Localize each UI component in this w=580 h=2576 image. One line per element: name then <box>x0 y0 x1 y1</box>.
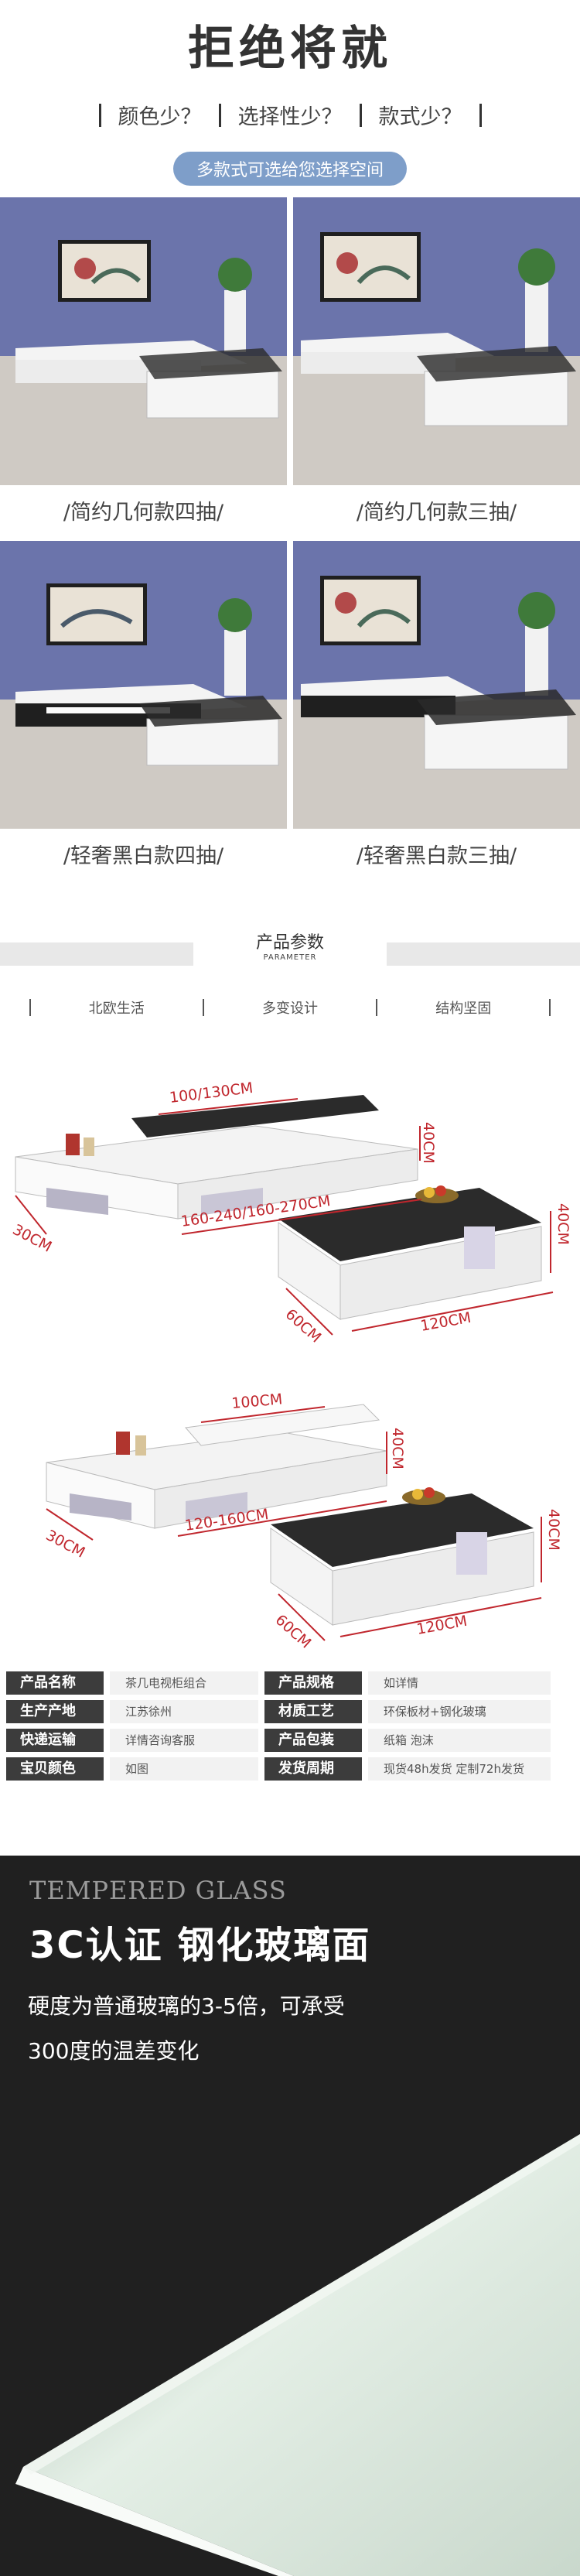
table-row: 生产产地 江苏徐州 材质工艺 环保板材+钢化玻璃 <box>6 1700 574 1723</box>
dim-top-label: 100/130CM <box>169 1079 254 1107</box>
table-row: 宝贝颜色 如图 发货周期 现货48h发货 定制72h发货 <box>6 1757 574 1781</box>
spec-value: 纸箱 泡沫 <box>368 1729 551 1752</box>
dim-table-length-label: 120CM <box>419 1309 473 1335</box>
hero-title: 拒绝将就 <box>188 22 392 76</box>
dim-table-length-label: 120CM <box>415 1613 469 1638</box>
spec-key: 宝贝颜色 <box>6 1757 104 1781</box>
spec-value: 如详情 <box>368 1671 551 1695</box>
spec-key: 材质工艺 <box>264 1700 362 1723</box>
feature-list: 北欧生活 多变设计 结构坚固 <box>0 994 580 1021</box>
product-photo <box>293 197 580 485</box>
spec-key: 生产产地 <box>6 1700 104 1723</box>
style-card-geo-4[interactable]: /简约几何款四抽/ <box>0 197 287 541</box>
style-choice-pill: 多款式可选给您选择空间 <box>172 152 407 186</box>
dimension-diagram-3-drawer: 100CM 40CM 120-160CM 30CM 40CM 60CM 120C… <box>0 1354 580 1664</box>
divider <box>549 999 551 1016</box>
divider <box>0 942 193 966</box>
hero-section: 拒绝将就 颜色少？ 选择性少？ 款式少？ 多款式可选给您选择空间 <box>0 0 580 193</box>
divider <box>29 999 31 1016</box>
room-scene-image <box>0 541 287 829</box>
room-scene-image <box>0 197 287 485</box>
tempered-glass-section: TEMPERED GLASS 3C认证 钢化玻璃面 硬度为普通玻璃的3-5倍，可… <box>0 1856 580 2576</box>
dimension-diagram-4-drawer: 100/130CM 40CM 160-240/160-270CM 30CM 40… <box>0 1041 580 1350</box>
table-row: 快递运输 详情咨询客服 产品包装 纸箱 泡沫 <box>6 1729 574 1752</box>
dim-table-height-label: 40CM <box>545 1509 562 1551</box>
furniture-dimension-image: 100/130CM 40CM 160-240/160-270CM 30CM 40… <box>10 1079 571 1346</box>
table-row: 产品名称 茶几电视柜组合 产品规格 如详情 <box>6 1671 574 1695</box>
glass-description: 硬度为普通玻璃的3-5倍，可承受 300度的温差变化 <box>28 1984 345 2074</box>
spec-key: 产品包装 <box>264 1729 362 1752</box>
style-caption: /简约几何款四抽/ <box>63 501 224 525</box>
divider <box>376 999 378 1016</box>
spec-key: 产品名称 <box>6 1671 104 1695</box>
spec-value: 环保板材+钢化玻璃 <box>368 1700 551 1723</box>
dim-table-depth-label: 60CM <box>272 1611 315 1651</box>
feature-item: 结构坚固 <box>435 1001 492 1017</box>
spec-key: 快递运输 <box>6 1729 104 1752</box>
product-photo <box>0 541 287 829</box>
spec-value: 详情咨询客服 <box>110 1729 258 1752</box>
glass-cn-title: 3C认证 钢化玻璃面 <box>29 1924 371 1967</box>
divider <box>218 103 221 127</box>
divider <box>359 103 362 127</box>
spec-key: 发货周期 <box>264 1757 362 1781</box>
dim-height-label: 40CM <box>420 1122 437 1164</box>
glass-en-title: TEMPERED GLASS <box>29 1876 287 1905</box>
dim-top-label: 100CM <box>231 1391 284 1412</box>
spec-value: 现货48h发货 定制72h发货 <box>368 1757 551 1781</box>
dim-table-depth-label: 60CM <box>282 1305 325 1346</box>
glass-desc-line: 硬度为普通玻璃的3-5倍，可承受 <box>28 1993 345 2019</box>
glass-panel-image <box>15 2134 580 2576</box>
divider <box>98 103 101 127</box>
style-caption: /轻奢黑白款四抽/ <box>63 844 224 868</box>
divider <box>479 103 482 127</box>
params-title: 产品参数 <box>255 933 324 953</box>
room-scene-image <box>293 197 580 485</box>
spec-value: 如图 <box>110 1757 258 1781</box>
glass-desc-line: 300度的温差变化 <box>28 2038 200 2064</box>
divider <box>387 942 580 966</box>
params-subtitle: PARAMETER <box>263 953 317 962</box>
room-scene-image <box>293 541 580 829</box>
dim-height-label: 40CM <box>389 1428 406 1469</box>
style-card-bw-3[interactable]: /轻奢黑白款三抽/ <box>293 541 580 884</box>
style-caption: /轻奢黑白款三抽/ <box>356 844 517 868</box>
hero-tags: 颜色少？ 选择性少？ 款式少？ <box>0 100 580 130</box>
style-card-bw-4[interactable]: /轻奢黑白款四抽/ <box>0 541 287 884</box>
style-caption: /简约几何款三抽/ <box>356 501 517 525</box>
product-photo <box>293 541 580 829</box>
spec-value: 茶几电视柜组合 <box>110 1671 258 1695</box>
params-header: 产品参数 PARAMETER <box>0 905 580 990</box>
hero-tag-choice: 选择性少？ <box>237 105 343 129</box>
style-card-geo-3[interactable]: /简约几何款三抽/ <box>293 197 580 541</box>
spec-value: 江苏徐州 <box>110 1700 258 1723</box>
spec-key: 产品规格 <box>264 1671 362 1695</box>
spec-table: 产品名称 茶几电视柜组合 产品规格 如详情 生产产地 江苏徐州 材质工艺 环保板… <box>6 1671 574 1786</box>
feature-item: 多变设计 <box>261 1001 318 1017</box>
hero-tag-style: 款式少？ <box>378 105 462 129</box>
hero-tag-color: 颜色少？ <box>118 105 202 129</box>
dim-depth-label: 30CM <box>10 1221 55 1256</box>
product-photo <box>0 197 287 485</box>
feature-item: 北欧生活 <box>88 1001 145 1017</box>
dim-table-height-label: 40CM <box>554 1203 571 1245</box>
divider <box>202 999 204 1016</box>
furniture-dimension-image: 100CM 40CM 120-160CM 30CM 40CM 60CM 120C… <box>43 1391 562 1651</box>
